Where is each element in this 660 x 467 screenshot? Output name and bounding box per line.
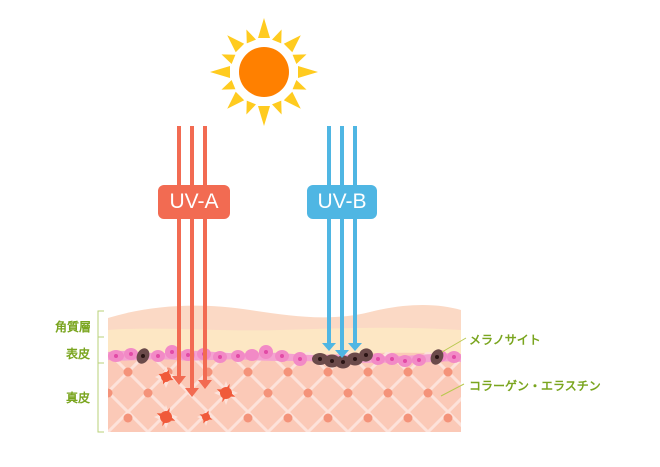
- skin-cross-section: [108, 305, 461, 432]
- layer-label-stratum-corneum: 角質層: [55, 320, 92, 334]
- sun-icon: [210, 18, 318, 126]
- layer-label-epidermis: 表皮: [66, 347, 91, 361]
- dermis-layer: [108, 352, 461, 432]
- basal-cells: [108, 345, 461, 367]
- uva-arrows: [172, 126, 212, 397]
- uv-damage-bursts: [154, 366, 238, 429]
- uvb-badge: UV-B: [307, 185, 377, 219]
- layer-label-dermis: 真皮: [66, 391, 91, 405]
- layer-brackets: [97, 310, 104, 433]
- melanocytes: [136, 348, 444, 369]
- uva-label: UV-A: [169, 190, 219, 213]
- uvb-arrows: [322, 126, 362, 358]
- annotation-collagen-elastin: コラーゲン・エラスチン: [469, 379, 601, 393]
- uvb-label: UV-B: [317, 190, 367, 213]
- annotation-melanocyte: メラノサイト: [469, 333, 541, 347]
- annotation-leaders: [440, 337, 467, 397]
- uva-badge: UV-A: [158, 185, 230, 219]
